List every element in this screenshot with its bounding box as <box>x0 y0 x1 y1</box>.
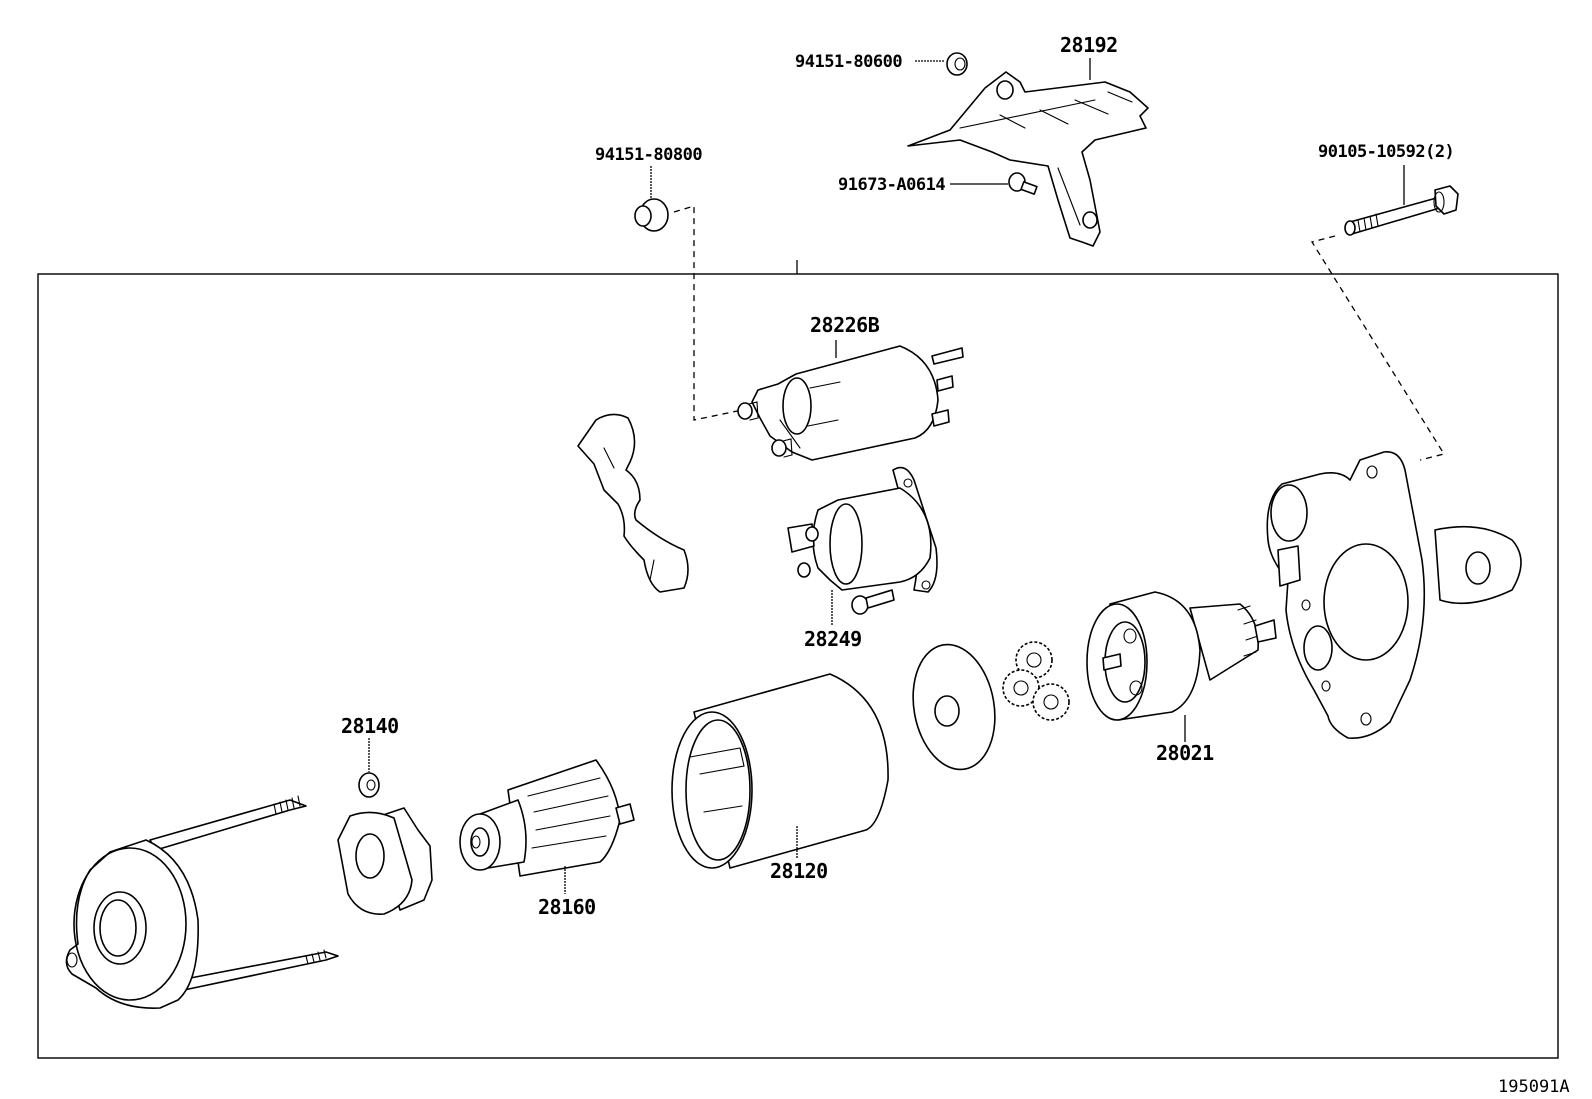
part-drive-housing[interactable] <box>1266 451 1522 739</box>
part-plate-disc[interactable] <box>904 638 1005 776</box>
label-90105-10592: 90105-10592(2) <box>1318 142 1454 162</box>
label-28140: 28140 <box>341 714 399 738</box>
part-bolt-91673-A0614[interactable] <box>1008 172 1038 195</box>
part-brush-holder-28140[interactable] <box>337 772 433 915</box>
label-91673-A0614: 91673-A0614 <box>838 175 945 195</box>
part-solenoid-28226B[interactable] <box>737 345 964 461</box>
label-28192: 28192 <box>1060 33 1118 57</box>
label-28120: 28120 <box>770 859 828 883</box>
part-clutch-28021[interactable] <box>1086 591 1277 721</box>
label-28021: 28021 <box>1156 741 1214 765</box>
part-bracket[interactable] <box>907 71 1149 247</box>
part-terminal-boot[interactable] <box>577 413 689 593</box>
part-planetary-gears[interactable] <box>1002 641 1070 721</box>
label-28160: 28160 <box>538 895 596 919</box>
drawing-code: 195091A <box>1498 1077 1570 1097</box>
part-nut-94151-80600[interactable] <box>946 52 968 76</box>
part-bolt-90105-10592[interactable] <box>1344 185 1459 236</box>
part-yoke-28120[interactable] <box>671 673 889 869</box>
part-end-frame[interactable] <box>65 795 339 1009</box>
label-28249: 28249 <box>804 627 862 651</box>
dashed-guide-bolt <box>1310 235 1446 461</box>
label-94151-80600: 94151-80600 <box>795 52 902 72</box>
part-armature-28160[interactable] <box>459 759 635 877</box>
assembly-frame <box>37 273 1559 1059</box>
label-94151-80800: 94151-80800 <box>595 145 702 165</box>
part-solenoid-28249[interactable] <box>787 466 938 615</box>
dashed-guide-nut <box>673 205 743 421</box>
part-nut-94151-80800[interactable] <box>634 198 669 232</box>
label-28226B: 28226B <box>810 313 880 337</box>
